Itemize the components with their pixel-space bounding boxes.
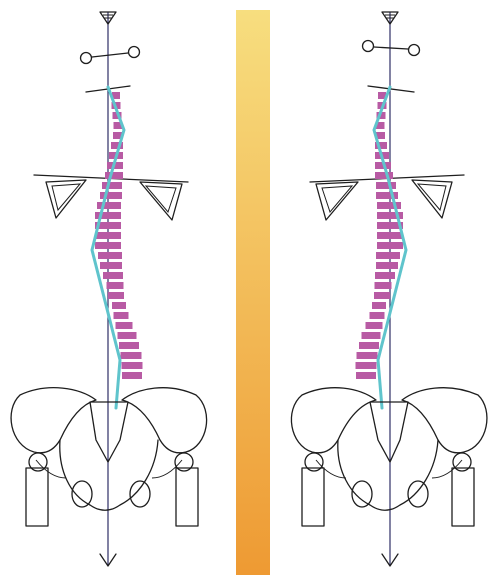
vertebra-bar bbox=[108, 292, 124, 299]
vertebra-bar bbox=[376, 192, 398, 199]
vertebra-bar bbox=[122, 372, 142, 379]
vertebra-bar bbox=[112, 302, 126, 309]
vertebra-bar bbox=[375, 172, 393, 179]
vertebra-bar bbox=[121, 352, 142, 359]
vertebra-bar bbox=[122, 362, 143, 369]
vertebra-bar bbox=[95, 242, 121, 249]
vertebra-bar bbox=[375, 272, 395, 279]
femur-left bbox=[302, 468, 324, 526]
spine-panel-right bbox=[258, 0, 498, 575]
vertebra-bar bbox=[377, 202, 401, 209]
vertebra-bar bbox=[366, 322, 383, 329]
vertebra-bar bbox=[356, 362, 377, 369]
spine-panel-left bbox=[0, 0, 240, 575]
sacrum bbox=[370, 402, 408, 462]
vertebra-bar bbox=[107, 282, 124, 289]
vertebra-bars bbox=[356, 92, 404, 379]
vertebra-bar bbox=[362, 332, 381, 339]
vertebra-bar bbox=[97, 202, 121, 209]
vertebra-bars bbox=[95, 92, 143, 379]
vertebra-bar bbox=[359, 342, 379, 349]
vertebra-bar bbox=[376, 262, 398, 269]
femur-right bbox=[176, 468, 198, 526]
vertebra-bar bbox=[95, 232, 121, 239]
vertebra-bar bbox=[376, 182, 396, 189]
vertebra-bar bbox=[374, 292, 390, 299]
vertebra-bar bbox=[118, 332, 137, 339]
vertebra-bar bbox=[356, 372, 376, 379]
vertebra-bar bbox=[100, 262, 122, 269]
pelvis bbox=[11, 388, 207, 526]
vertebra-bar bbox=[100, 192, 122, 199]
vertebra-bar bbox=[377, 242, 403, 249]
vertebra-bar bbox=[114, 312, 129, 319]
femur-right bbox=[452, 468, 474, 526]
left-scapula-inner bbox=[322, 186, 352, 212]
head-reference bbox=[81, 47, 140, 64]
obturator-right bbox=[408, 481, 428, 507]
femur-left bbox=[26, 468, 48, 526]
vertebra-bar bbox=[103, 272, 123, 279]
vertebra-bar bbox=[105, 172, 123, 179]
right-spine-diagram bbox=[258, 0, 498, 575]
vertebra-bar bbox=[377, 232, 403, 239]
left-spine-diagram bbox=[0, 0, 240, 575]
vertebra-bar bbox=[375, 282, 392, 289]
obturator-right bbox=[130, 481, 150, 507]
pelvic-ring bbox=[60, 440, 158, 510]
vertebra-bar bbox=[357, 352, 378, 359]
vertebra-bar bbox=[370, 312, 385, 319]
pelvis bbox=[291, 388, 487, 526]
vertebra-bar bbox=[372, 302, 386, 309]
vertebra-bar bbox=[116, 322, 133, 329]
vertebra-bar bbox=[376, 252, 400, 259]
vertebra-bar bbox=[119, 342, 139, 349]
vertebra-bar bbox=[98, 252, 122, 259]
vertebra-bar bbox=[102, 182, 122, 189]
sacrum bbox=[90, 402, 128, 462]
head-reference bbox=[363, 41, 420, 56]
right-scapula-inner bbox=[146, 186, 176, 212]
